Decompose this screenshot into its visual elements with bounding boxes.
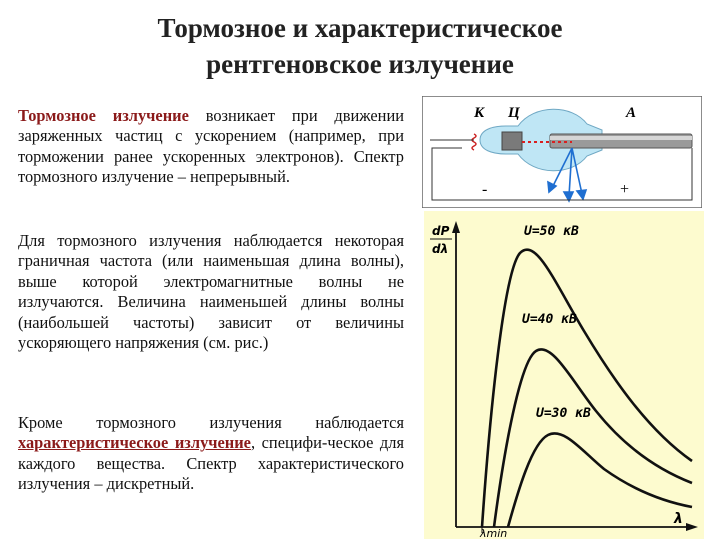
plus-sign: +: [620, 181, 629, 198]
graph-background: [424, 211, 704, 539]
label-anode: А: [625, 105, 636, 121]
xray-arrows: [547, 147, 588, 203]
title-line-1: Тормозное и характеристическое: [157, 13, 563, 43]
y-axis-arrow: [452, 221, 460, 233]
wire-right: [632, 148, 693, 201]
label-u30: U=30 кВ: [536, 406, 591, 421]
wire-left: [431, 147, 482, 201]
xray-tube-diagram: К Ц А - +: [422, 96, 702, 208]
paragraph-cutoff: Для тормозного излучения наблюдается нек…: [18, 231, 404, 353]
xlabel: λ: [673, 511, 683, 527]
cathode-cup: [501, 131, 523, 151]
curve-50kv: [480, 248, 693, 528]
lambda-min-label: λmin: [479, 527, 507, 539]
title-line-2: рентгеновское излучение: [206, 49, 514, 79]
curve-40kv: [492, 348, 693, 528]
ylabel-bottom: dλ: [432, 242, 448, 256]
ylabel-top: dP: [432, 224, 450, 238]
x-axis-arrow: [686, 523, 698, 531]
label-u40: U=40 кВ: [522, 312, 577, 327]
spectrum-graph: dP dλ λ λmin U=50 кВ U=40 кВ U=30 кВ: [424, 211, 704, 539]
minus-sign: -: [482, 181, 487, 198]
curve-30kv: [506, 432, 693, 528]
term-izluchenie: излучение: [112, 106, 189, 125]
paragraph-3-after: , специфи-ческое для каждого вещества. С…: [18, 433, 404, 494]
paragraph-bremsstrahlung: Тормозное излучение возникает при движен…: [18, 106, 404, 188]
term-characteristic: характеристическое излучение: [18, 433, 251, 453]
spectrum-curves: [480, 248, 693, 528]
label-cathode: К: [473, 105, 485, 121]
cathode-filament: [471, 133, 477, 151]
label-u50: U=50 кВ: [524, 224, 579, 239]
paragraph-3-before: Кроме тормозного излучения наблюдается: [18, 413, 404, 432]
label-cup: Ц: [507, 105, 521, 121]
slide-title: Тормозное и характеристическое рентгенов…: [0, 10, 720, 82]
paragraph-1-text: возникает при движении заряженных частиц…: [18, 106, 404, 187]
term-tormoznoe: Тормозное: [18, 106, 96, 125]
paragraph-characteristic: Кроме тормозного излучения наблюдается х…: [18, 413, 404, 495]
